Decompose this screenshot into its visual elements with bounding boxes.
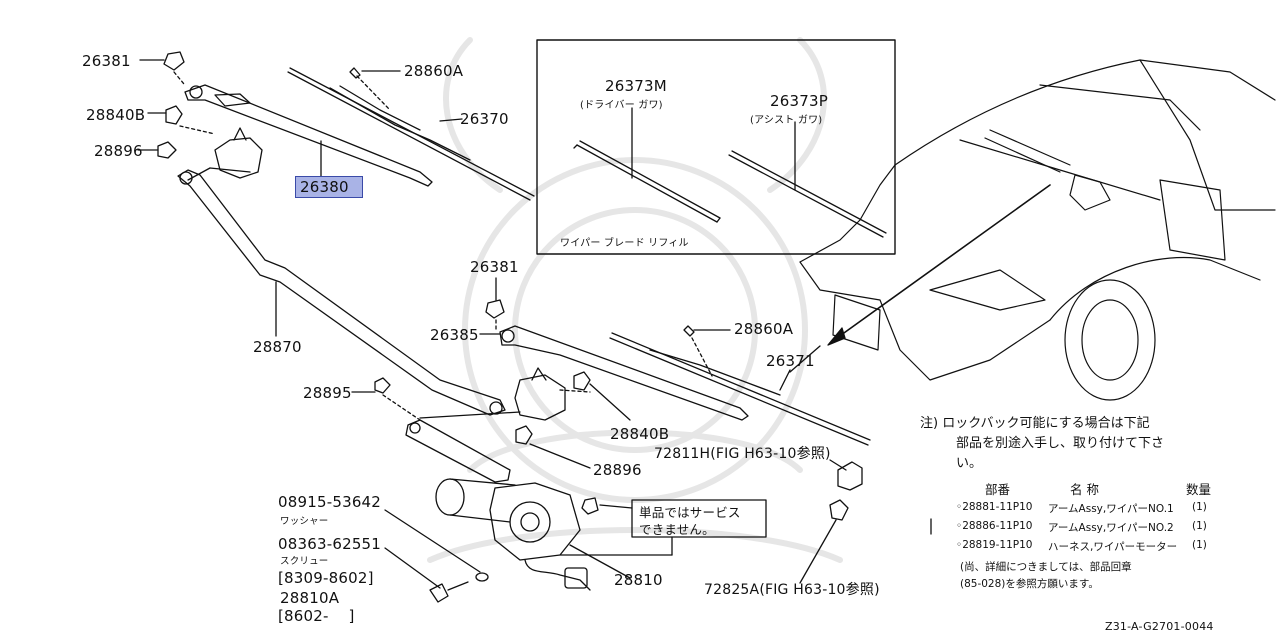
part-label-8309-8602: [8309-8602] [278,569,374,587]
inset-caption: ワイパー ブレード リフィル [560,238,689,249]
service-note-line1: 単品ではサービス [639,505,741,520]
part-label-28870[interactable]: 28870 [253,338,302,356]
part-label-26381-top[interactable]: 26381 [82,52,131,70]
part-label-28896-mid[interactable]: 28896 [593,461,642,479]
inset-label-26373m-sub: (ドライバー ガワ) [580,100,663,111]
table-header-part: 部番 [985,482,1011,497]
table-row-1-qty: (1) [1192,501,1207,513]
part-label-28860a-mid[interactable]: 28860A [734,320,794,338]
part-label-28895[interactable]: 28895 [303,384,352,402]
part-label-72825a[interactable]: 72825A(FIG H63-10参照) [704,582,880,598]
part-label-08363-sub: スクリュー [280,556,329,567]
part-label-26371[interactable]: 26371 [766,352,815,370]
service-note-line2: できません。 [639,522,715,537]
part-label-28840b-mid[interactable]: 28840B [610,425,670,443]
note-line3: い。 [956,456,983,471]
part-label-08915-sub: ワッシャー [280,516,329,527]
part-label-08915-53642[interactable]: 08915-53642 [278,493,382,511]
table-row-2-part[interactable]: ◦28886-11P10 [956,520,1033,532]
table-row-3-qty: (1) [1192,539,1207,551]
part-label-28860a-top[interactable]: 28860A [404,62,464,80]
part-label-26385[interactable]: 26385 [430,326,479,344]
table-row-2-name: アームAssy,ワイパーNO.2 [1048,522,1174,534]
table-header-qty: 数量 [1186,482,1212,497]
table-header-name: 名 称 [1070,482,1099,497]
part-label-28896-top[interactable]: 28896 [94,142,143,160]
part-label-72811h[interactable]: 72811H(FIG H63-10参照) [654,446,831,462]
part-label-08363-62551[interactable]: 08363-62551 [278,535,382,553]
table-row-2-qty: (1) [1192,520,1207,532]
inset-label-26373m[interactable]: 26373M [605,77,667,95]
inset-label-26373p[interactable]: 26373P [770,92,828,110]
part-label-28810[interactable]: 28810 [614,571,663,589]
table-footer-line2: (85-028)を参照方願います。 [960,578,1099,590]
table-row-1-part[interactable]: ◦28881-11P10 [956,501,1033,513]
part-label-8602: [8602- ] [278,607,355,625]
part-label-28840b-top[interactable]: 28840B [86,106,146,124]
part-label-26370[interactable]: 26370 [460,110,509,128]
table-footer-line1: (尚、詳細につきましては、部品回章 [960,561,1132,573]
figure-code: Z31-A-G2701-0044 [1105,620,1214,633]
table-row-3-name: ハーネス,ワイパーモーター [1048,541,1178,553]
part-label-26381-mid[interactable]: 26381 [470,258,519,276]
table-row-1-name: アームAssy,ワイパーNO.1 [1048,503,1174,515]
part-label-28810a[interactable]: 28810A [280,589,340,607]
note-line2: 部品を別途入手し、取り付けて下さ [956,436,1165,451]
inset-label-26373p-sub: (アシスト ガワ) [750,115,823,126]
part-label-26380-highlighted[interactable]: 26380 [295,176,363,198]
note-line1: 注) ロックバック可能にする場合は下記 [920,416,1150,431]
table-row-3-part[interactable]: ◦28819-11P10 [956,539,1033,551]
